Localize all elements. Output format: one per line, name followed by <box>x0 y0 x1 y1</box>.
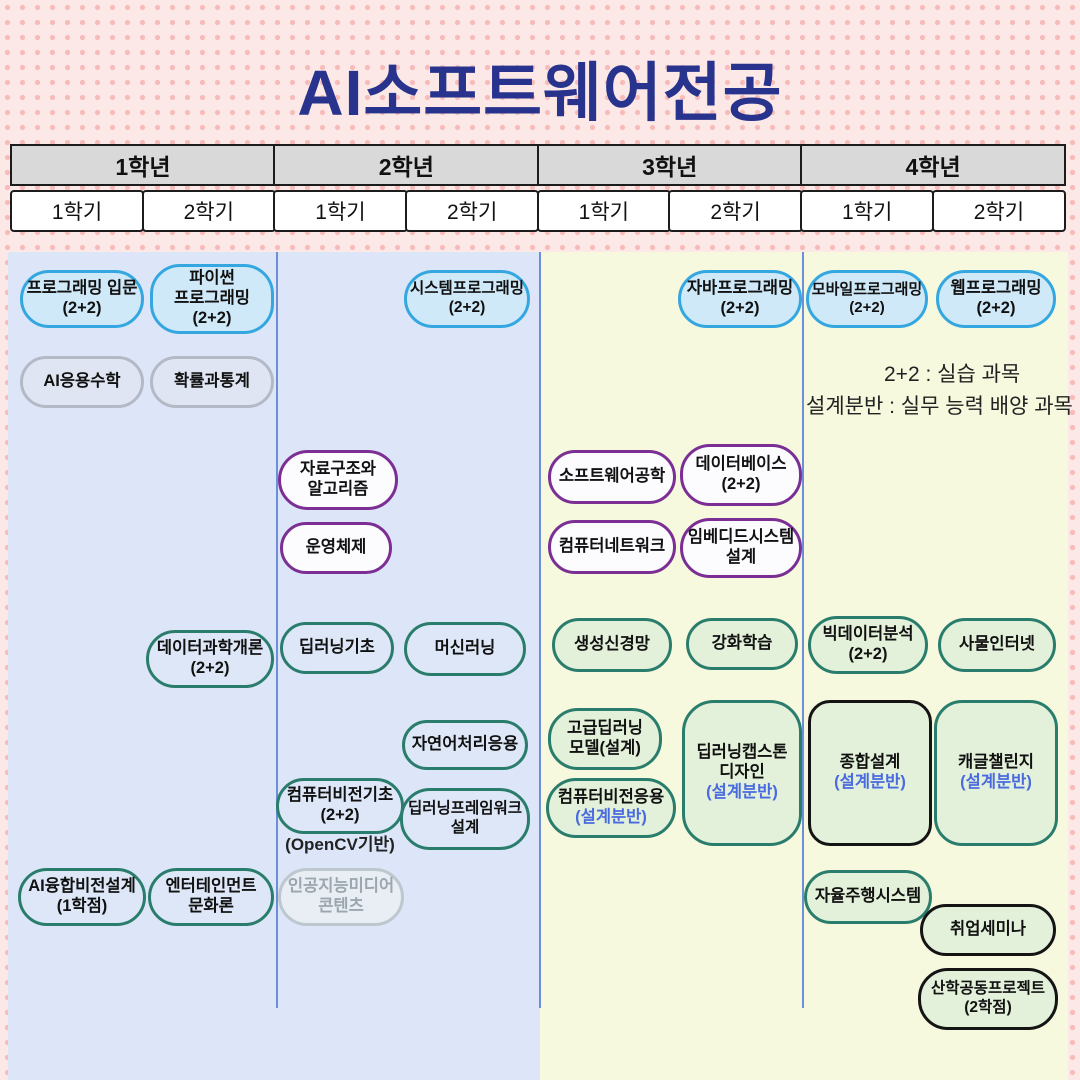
year-divider-line-2 <box>539 252 541 1008</box>
course-reinforcement-learning: 강화학습 <box>686 618 798 670</box>
course-software-engineering: 소프트웨어공학 <box>548 450 676 504</box>
course-programming-intro: 프로그래밍 입문(2+2) <box>20 270 144 328</box>
year-header-3: 3학년 <box>536 144 803 186</box>
year-divider-line-1 <box>276 252 278 1008</box>
course-ai-applied-math: AI응용수학 <box>20 356 144 408</box>
semester-header-8: 2학기 <box>931 190 1066 232</box>
course-web-programming: 웹프로그래밍(2+2) <box>936 270 1056 328</box>
semester-header-6: 2학기 <box>668 190 803 232</box>
course-computer-vision-basics: 컴퓨터비전기초(2+2) <box>276 778 404 834</box>
year-divider-line-3 <box>802 252 804 1008</box>
semester-header-7: 1학기 <box>800 190 935 232</box>
semester-header-1: 1학기 <box>10 190 145 232</box>
course-system-programming: 시스템프로그래밍(2+2) <box>404 270 530 328</box>
course-iot: 사물인터넷 <box>938 618 1056 672</box>
year-header-4: 4학년 <box>800 144 1066 186</box>
year-header-row: 1학년 2학년 3학년 4학년 <box>10 144 1066 186</box>
course-industry-project: 산학공동프로젝트(2학점) <box>918 968 1058 1030</box>
course-deep-learning-basics: 딥러닝기초 <box>280 622 394 674</box>
course-mobile-programming: 모바일프로그래밍(2+2) <box>806 270 928 328</box>
course-computer-networks: 컴퓨터네트워크 <box>548 520 676 574</box>
legend-practice-note: 2+2 : 실습 과목 <box>884 363 1021 386</box>
course-data-science-intro: 데이터과학개론(2+2) <box>146 630 274 688</box>
semester-header-row: 1학기 2학기 1학기 2학기 1학기 2학기 1학기 2학기 <box>10 190 1066 232</box>
semester-header-3: 1학기 <box>273 190 408 232</box>
course-opencv-note: (OpenCV기반) <box>285 834 395 854</box>
course-machine-learning: 머신러닝 <box>404 622 526 676</box>
year-header-2: 2학년 <box>273 144 540 186</box>
semester-header-5: 1학기 <box>536 190 671 232</box>
semester-header-2: 2학기 <box>141 190 276 232</box>
course-kaggle-challenge: 캐글챌린지(설계분반) <box>934 700 1058 846</box>
course-autonomous-driving: 자율주행시스템 <box>804 870 932 924</box>
course-java-programming: 자바프로그래밍(2+2) <box>678 270 802 328</box>
course-database: 데이터베이스(2+2) <box>680 444 802 506</box>
page-title: AI소프트웨어전공 <box>297 57 783 129</box>
course-capstone-design: 종합설계(설계분반) <box>808 700 932 846</box>
course-ai-vision-design: AI융합비전설계(1학점) <box>18 868 146 926</box>
course-cv-applications: 컴퓨터비전응용(설계분반) <box>546 778 676 838</box>
course-generative-neural-networks: 생성신경망 <box>552 618 672 672</box>
course-bigdata-analysis: 빅데이터분석(2+2) <box>808 616 928 674</box>
course-probability-statistics: 확률과통계 <box>150 356 274 408</box>
course-nlp-applications: 자연어처리응용 <box>402 720 528 770</box>
course-operating-systems: 운영체제 <box>280 522 392 574</box>
legend-design-note: 설계분반 : 실무 능력 배양 과목 <box>806 395 1073 418</box>
course-job-seminar: 취업세미나 <box>920 904 1056 956</box>
semester-header-4: 2학기 <box>405 190 540 232</box>
